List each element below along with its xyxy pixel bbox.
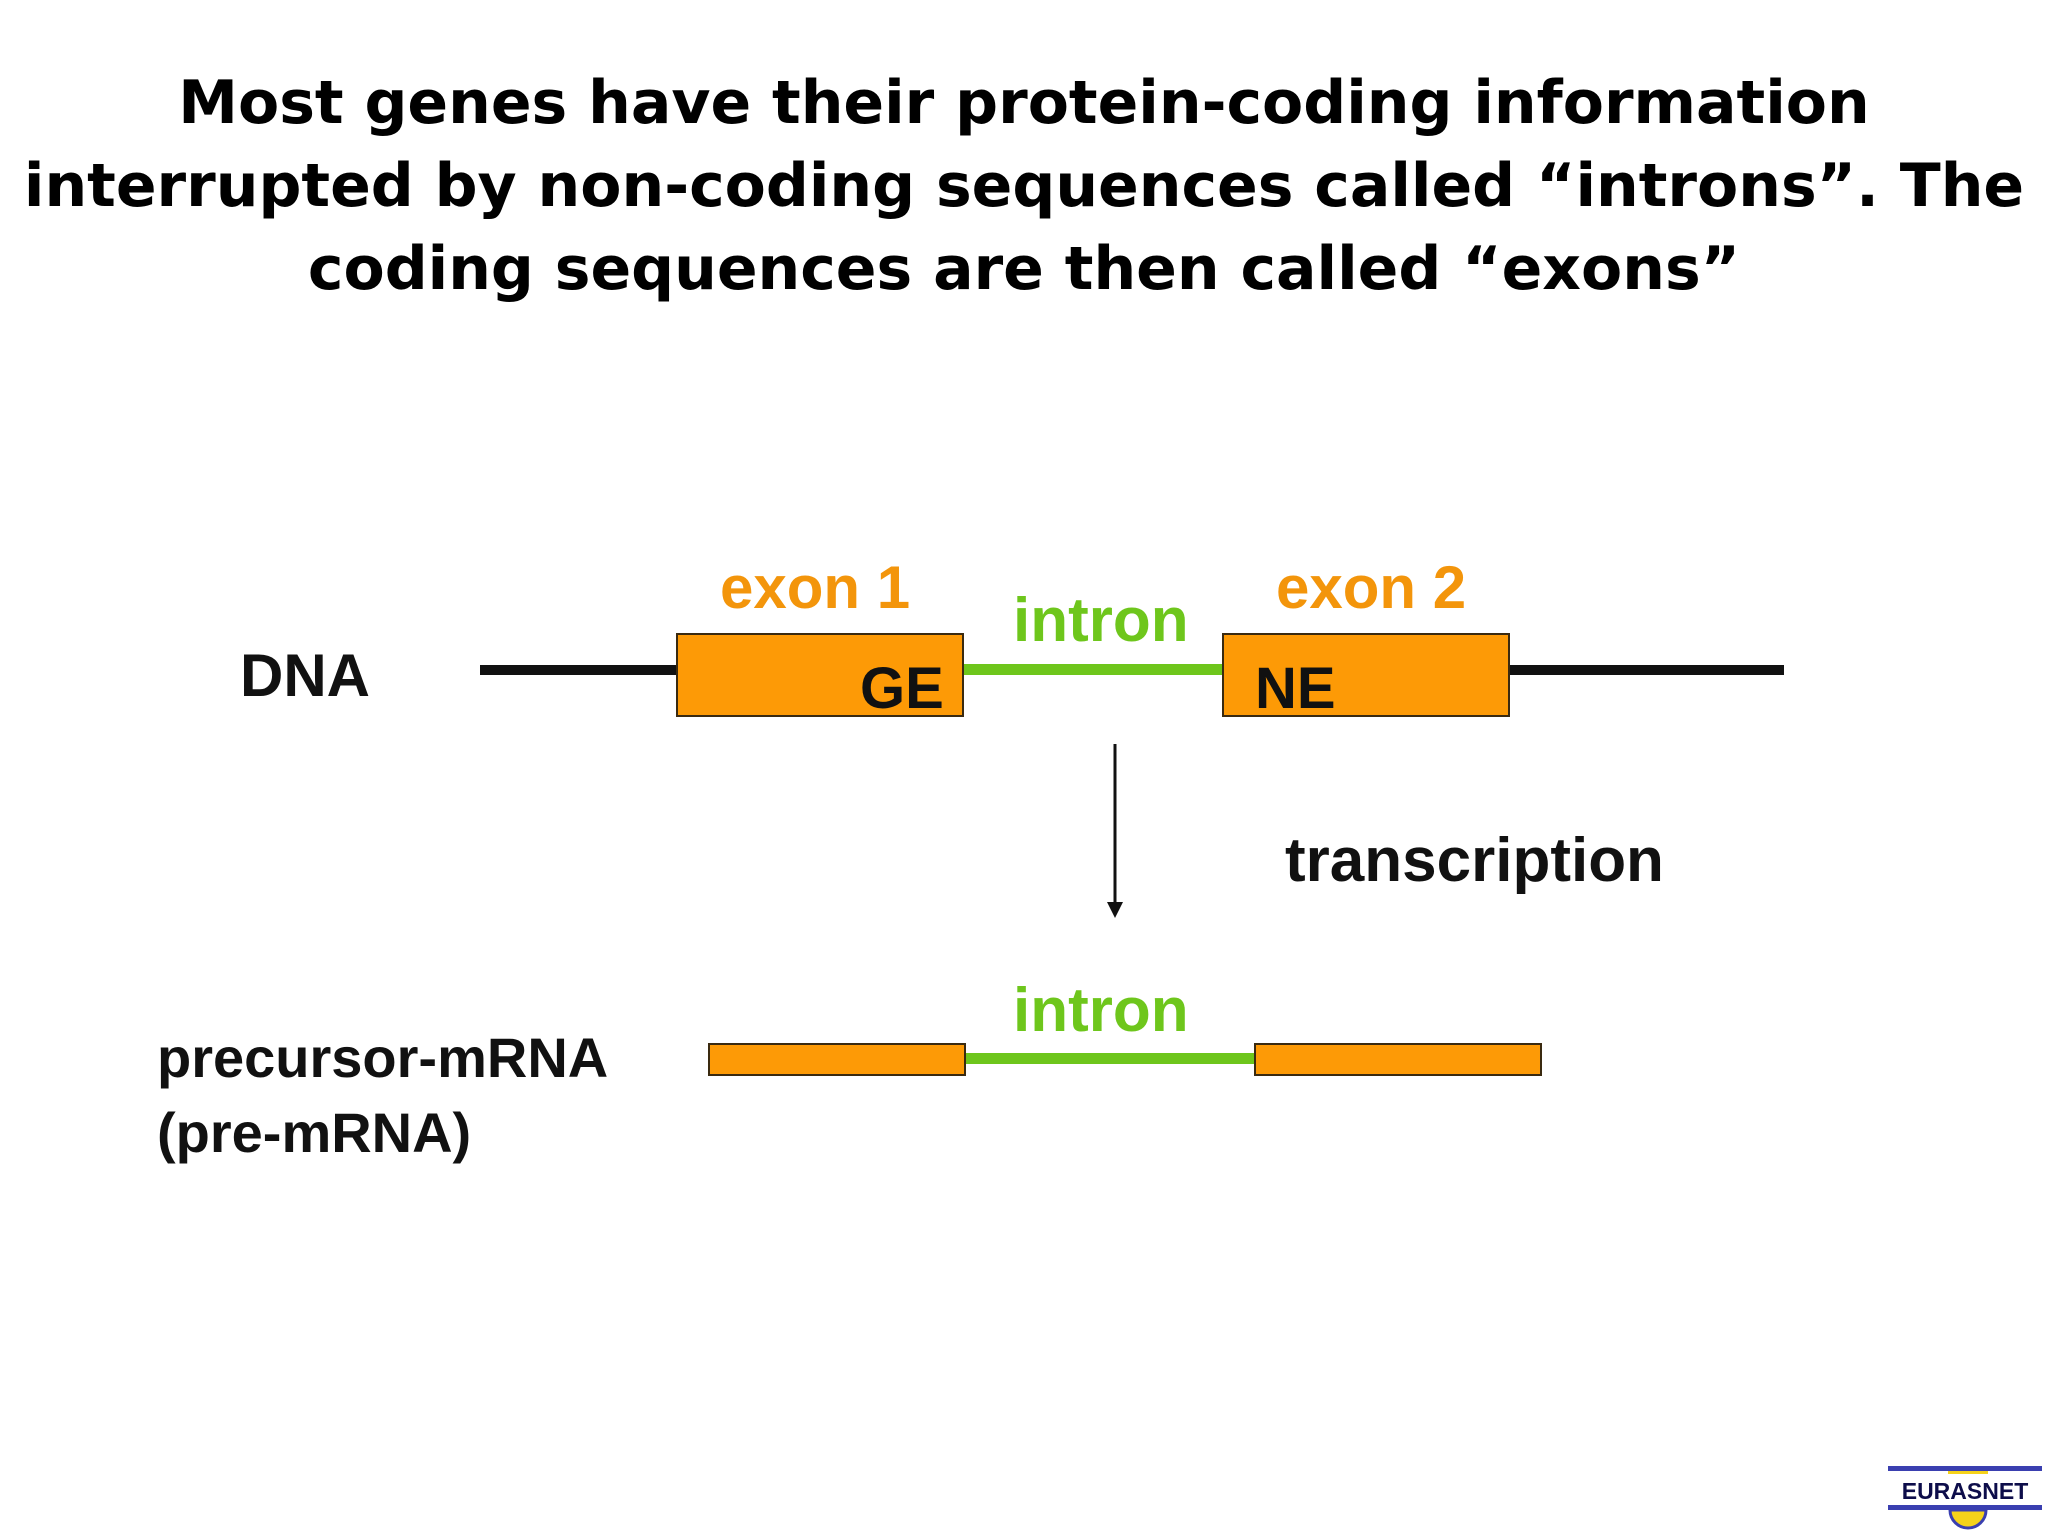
dna-left-line (480, 665, 680, 675)
premrna-label-line-2: (pre-mRNA) (157, 1101, 472, 1164)
dna-exon-1-box (676, 633, 964, 717)
dna-exon-2-box (1222, 633, 1510, 717)
premrna-label-line-1: precursor-mRNA (157, 1026, 609, 1089)
transcription-arrow (1107, 744, 1123, 918)
slide-title: Most genes have their protein-coding inf… (0, 62, 2048, 311)
title-line-1: Most genes have their protein-coding inf… (178, 68, 1870, 138)
dna-intron-line (962, 664, 1226, 675)
title-line-2: interrupted by non-coding sequences call… (23, 151, 2025, 221)
dna-label: DNA (240, 642, 370, 709)
premrna-intron-line (964, 1053, 1256, 1064)
exon-2-label: exon 2 (1276, 554, 1467, 621)
premrna-intron-label: intron (1013, 976, 1189, 1045)
exon-1-label: exon 1 (720, 554, 911, 621)
dna-intron-label: intron (1013, 586, 1189, 655)
exon-1-letters: GE (860, 656, 944, 721)
eurasnet-logo: EURASNET (1888, 1466, 2042, 1530)
exon-2-letters: NE (1255, 656, 1336, 721)
premrna-exon-2-bar (1254, 1043, 1542, 1076)
dna-right-line (1508, 665, 1784, 675)
title-line-3: coding sequences are then called “exons” (307, 234, 1741, 304)
premrna-exon-1-bar (708, 1043, 966, 1076)
transcription-label: transcription (1285, 826, 1664, 895)
eurasnet-logo-text: EURASNET (1902, 1478, 2029, 1504)
